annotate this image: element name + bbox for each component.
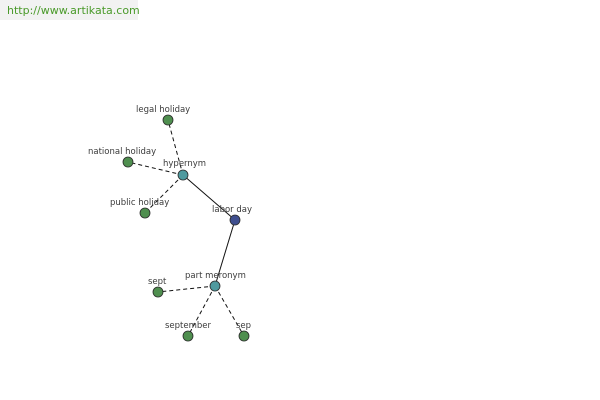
label-public-holiday: public holiday — [110, 198, 169, 208]
nodes-layer — [122, 114, 250, 342]
node-national-holiday[interactable] — [122, 156, 134, 168]
edge-labor-day-to-part-meronym — [214, 219, 236, 287]
node-public-holiday[interactable] — [139, 207, 151, 219]
node-part-meronym[interactable] — [209, 280, 221, 292]
node-hypernym[interactable] — [177, 169, 189, 181]
node-sept[interactable] — [152, 286, 164, 298]
node-labor-day[interactable] — [229, 214, 241, 226]
label-september: september — [165, 321, 212, 331]
node-sep[interactable] — [238, 330, 250, 342]
label-sep: sep — [236, 321, 251, 331]
node-legal-holiday[interactable] — [162, 114, 174, 126]
label-part-meronym: part meronym — [185, 271, 246, 281]
label-national-holiday: national holiday — [88, 147, 156, 157]
label-hypernym: hypernym — [163, 159, 206, 169]
node-september[interactable] — [182, 330, 194, 342]
edges-layer — [127, 119, 245, 337]
url-banner: http://www.artikata.com — [0, 0, 140, 20]
edge-hypernym-to-public-holiday — [144, 174, 184, 214]
edge-hypernym-to-legal-holiday — [167, 119, 184, 176]
label-legal-holiday: legal holiday — [136, 105, 190, 115]
label-labor-day: labor day — [212, 205, 252, 215]
site-url-link[interactable]: http://www.artikata.com — [7, 4, 140, 17]
edge-part-meronym-to-september — [187, 285, 216, 337]
edge-hypernym-to-national-holiday — [127, 161, 184, 176]
edge-labor-day-to-hypernym — [182, 174, 236, 221]
edge-part-meronym-to-sep — [214, 285, 245, 337]
label-sept: sept — [148, 277, 167, 287]
labels-layer: labor day hypernym part meronym legal holid… — [88, 105, 252, 331]
edge-part-meronym-to-sept — [157, 285, 216, 293]
